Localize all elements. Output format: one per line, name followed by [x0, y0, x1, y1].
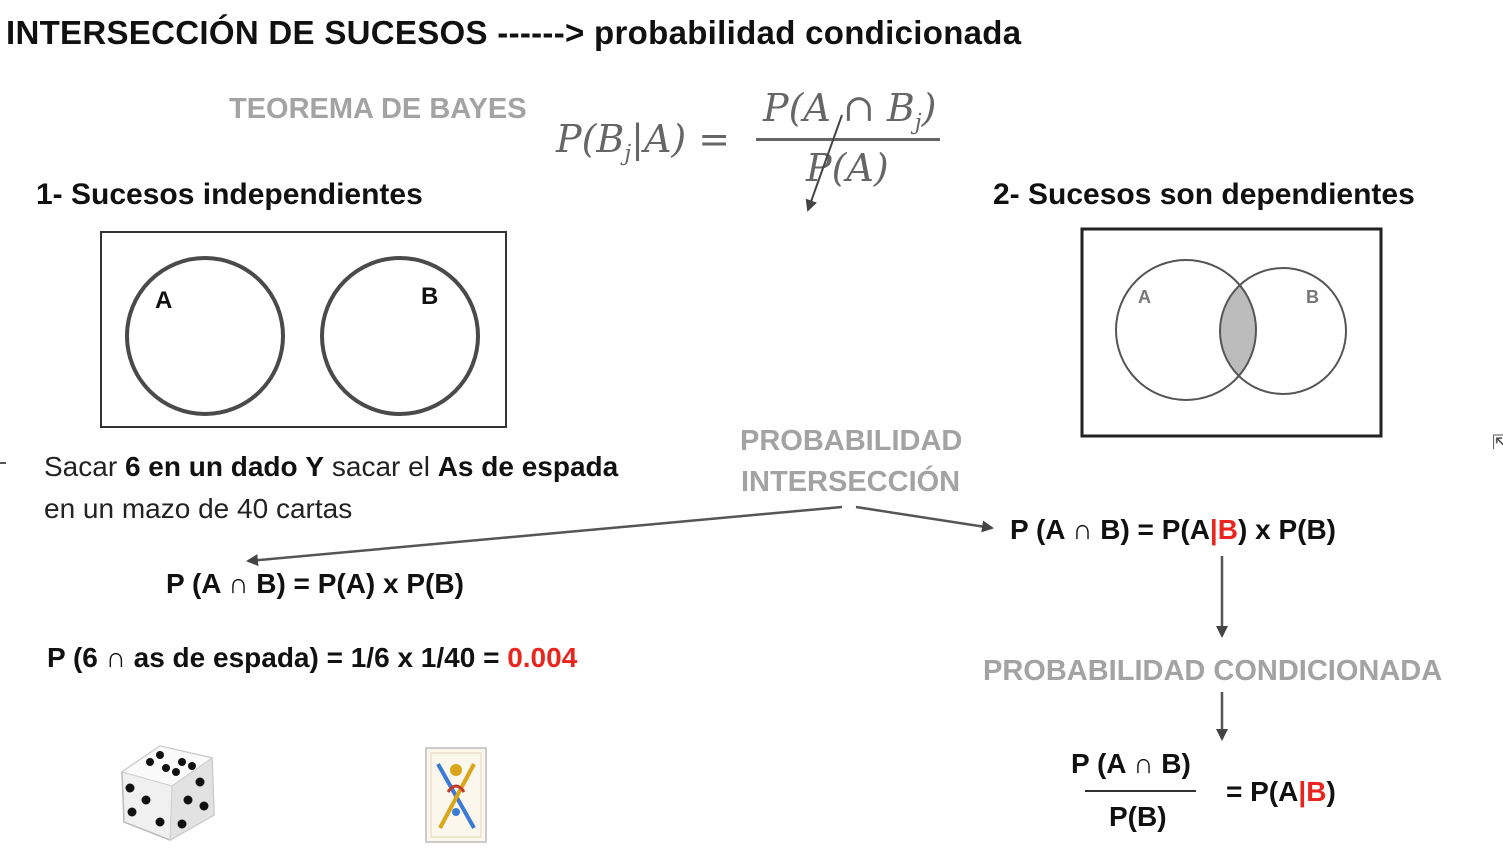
left-edge-mark: [0, 462, 6, 464]
venn-independent-frame: [100, 231, 507, 428]
venn-independent-circle-a: [125, 256, 285, 416]
bayes-lhs: P(Bj|A) =: [556, 117, 731, 167]
example-line-1: Sacar 6 en un dado Y sacar el As de espa…: [44, 451, 619, 482]
venn-dependent-label-b: B: [1306, 287, 1319, 307]
dice-image: [120, 745, 215, 841]
venn-dependent-circle-a: [1115, 259, 1257, 401]
example-line-2: en un mazo de 40 cartas: [44, 493, 353, 524]
venn-dependent-frame: [1080, 227, 1383, 438]
arrow-to-dependent-formula: [855, 505, 994, 533]
calculation-result: 0.004: [507, 642, 578, 673]
venn-independent-label-a: A: [155, 287, 172, 314]
venn-dependent-circle-b: [1219, 267, 1347, 395]
mouse-cursor-icon: ⇱: [1492, 432, 1503, 454]
bayes-pointer-arrow: [805, 114, 843, 212]
venn-independent-label-b: B: [421, 283, 438, 310]
prob-intersection-line-2: INTERSECCIÓN: [741, 466, 961, 498]
arrow-to-independent-formula: [246, 505, 843, 567]
venn-independent-circle-b: [320, 256, 480, 416]
formula-dependent: P (A ∩ B) = P(A|B) x P(B): [1010, 514, 1336, 545]
venn-dependent-label-a: A: [1138, 287, 1151, 307]
fraction-denominator: P(B): [1109, 801, 1167, 832]
page-title: INTERSECCIÓN DE SUCESOS ------> probabil…: [6, 14, 1022, 51]
calculation-line: P (6 ∩ as de espada) = 1/6 x 1/40 = 0.00…: [47, 642, 578, 673]
prob-intersection-line-1: PROBABILIDAD: [740, 425, 963, 457]
ace-of-spades-card-image: [425, 747, 487, 843]
bayes-fraction-bar: [756, 138, 940, 141]
section-independent-heading: 1- Sucesos independientes: [36, 178, 423, 211]
prob-conditional-heading: PROBABILIDAD CONDICIONADA: [983, 655, 1443, 687]
section-dependent-heading: 2- Sucesos son dependientes: [993, 178, 1415, 211]
bayes-theorem-label: TEOREMA DE BAYES: [229, 93, 527, 125]
fraction-numerator: P (A ∩ B): [1071, 748, 1191, 779]
formula-independent: P (A ∩ B) = P(A) x P(B): [166, 568, 464, 599]
bayes-denominator: P(A): [806, 146, 889, 190]
example-y-conjunction: Y: [305, 451, 325, 482]
bayes-numerator: P(A ∩ Bj): [763, 86, 937, 136]
fraction-result: = P(A|B): [1226, 776, 1336, 807]
